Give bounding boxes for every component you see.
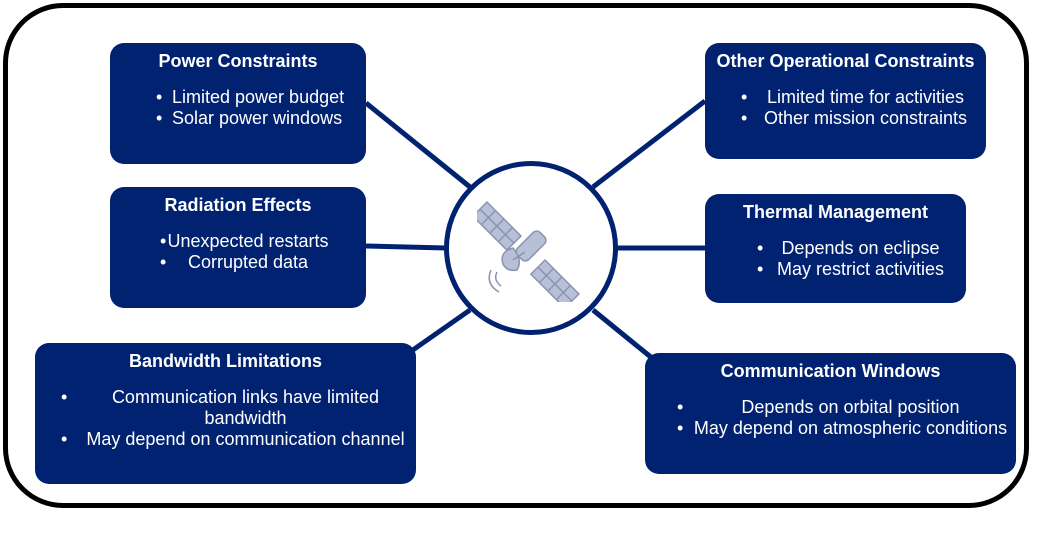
communication-windows-box: Communication Windows Depends on orbital… <box>645 353 1016 474</box>
diagram-frame <box>3 3 1029 508</box>
bullet-list: Communication links have limited bandwid… <box>35 387 416 450</box>
other-operational-constraints-box: Other Operational Constraints Limited ti… <box>705 43 986 159</box>
list-item: May depend on atmospheric conditions <box>645 418 1016 439</box>
box-title: Communication Windows <box>720 361 941 381</box>
list-item: Communication links have limited bandwid… <box>35 387 416 429</box>
box-title: Thermal Management <box>742 202 929 222</box>
bandwidth-limitations-box: Bandwidth Limitations Communication link… <box>35 343 416 484</box>
list-item: Other mission constraints <box>705 108 986 129</box>
satellite-icon <box>477 200 581 302</box>
connector-other <box>591 99 707 189</box>
list-item: May restrict activities <box>705 259 966 280</box>
radiation-effects-box: Radiation Effects Unexpected restarts Co… <box>110 187 366 308</box>
list-item: Limited power budget <box>110 87 366 108</box>
list-item: Limited time for activities <box>705 87 986 108</box>
list-item: Corrupted data <box>110 252 366 273</box>
box-title: Radiation Effects <box>164 195 312 215</box>
bullet-list: Depends on orbital position May depend o… <box>645 397 1016 439</box>
central-hub <box>444 161 618 335</box>
box-title: Other Operational Constraints <box>716 51 975 71</box>
connector-radiation <box>365 243 447 251</box>
list-item: Depends on orbital position <box>645 397 1016 418</box>
power-constraints-box: Power Constraints Limited power budget S… <box>110 43 366 164</box>
list-item: Solar power windows <box>110 108 366 129</box>
bullet-list: Limited power budget Solar power windows <box>110 87 366 129</box>
box-title: Bandwidth Limitations <box>129 351 322 371</box>
list-item: May depend on communication channel <box>35 429 416 450</box>
bullet-list: Unexpected restarts Corrupted data <box>110 231 366 273</box>
bullet-list: Limited time for activities Other missio… <box>705 87 986 129</box>
bullet-list: Depends on eclipse May restrict activiti… <box>705 238 966 280</box>
thermal-management-box: Thermal Management Depends on eclipse Ma… <box>705 194 966 303</box>
list-item: Unexpected restarts <box>110 231 366 252</box>
connector-bandwidth <box>408 307 472 355</box>
list-item: Depends on eclipse <box>705 238 966 259</box>
box-title: Power Constraints <box>158 51 318 71</box>
connector-power <box>364 101 472 189</box>
connector-comm <box>591 308 654 360</box>
